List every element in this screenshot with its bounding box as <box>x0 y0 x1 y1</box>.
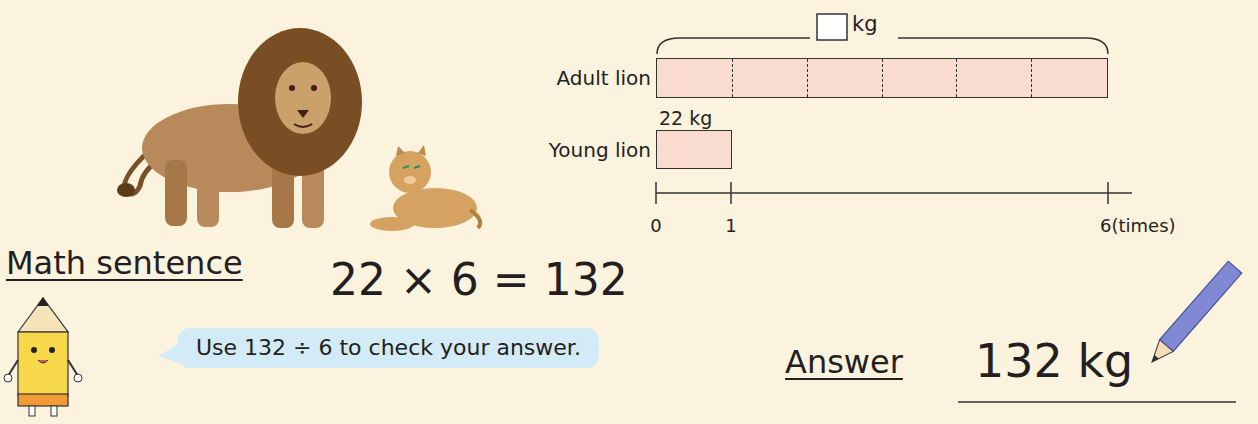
pencil-character <box>4 297 82 416</box>
number-line <box>656 182 1132 204</box>
measure-label: 22 kg <box>659 108 712 129</box>
answer-box <box>817 14 847 40</box>
young-bar: 22 kgYoung lion <box>656 130 732 169</box>
bar-label: Adult lion <box>557 67 651 89</box>
math-sentence: 22 × 6 = 132 <box>330 256 628 304</box>
tick-label: 1 <box>725 216 736 236</box>
divider-line <box>956 59 957 97</box>
answer-line <box>958 401 1236 403</box>
adult-bar: Adult lion <box>656 58 1108 98</box>
heading-label: Answer <box>785 345 903 380</box>
tick-label: 6(times) <box>1100 216 1176 236</box>
unit-label: kg <box>852 13 878 36</box>
bar-label: Young lion <box>549 139 651 161</box>
divider-line <box>1031 59 1032 97</box>
heading-label: Math sentence <box>6 246 243 281</box>
lion-figure <box>117 28 362 228</box>
speech-bubble: Use 132 ÷ 6 to check your answer. <box>178 328 599 368</box>
pencil-icon <box>1145 261 1242 368</box>
divider-line <box>807 59 808 97</box>
young-lion-figure <box>370 145 480 231</box>
divider-line <box>882 59 883 97</box>
bubble-text: Use 132 ÷ 6 to check your answer. <box>196 336 581 360</box>
divider-line <box>732 59 733 97</box>
answer-text: 132 kg <box>975 336 1133 387</box>
tick-label: 0 <box>650 216 661 236</box>
total-brace <box>657 14 1108 54</box>
